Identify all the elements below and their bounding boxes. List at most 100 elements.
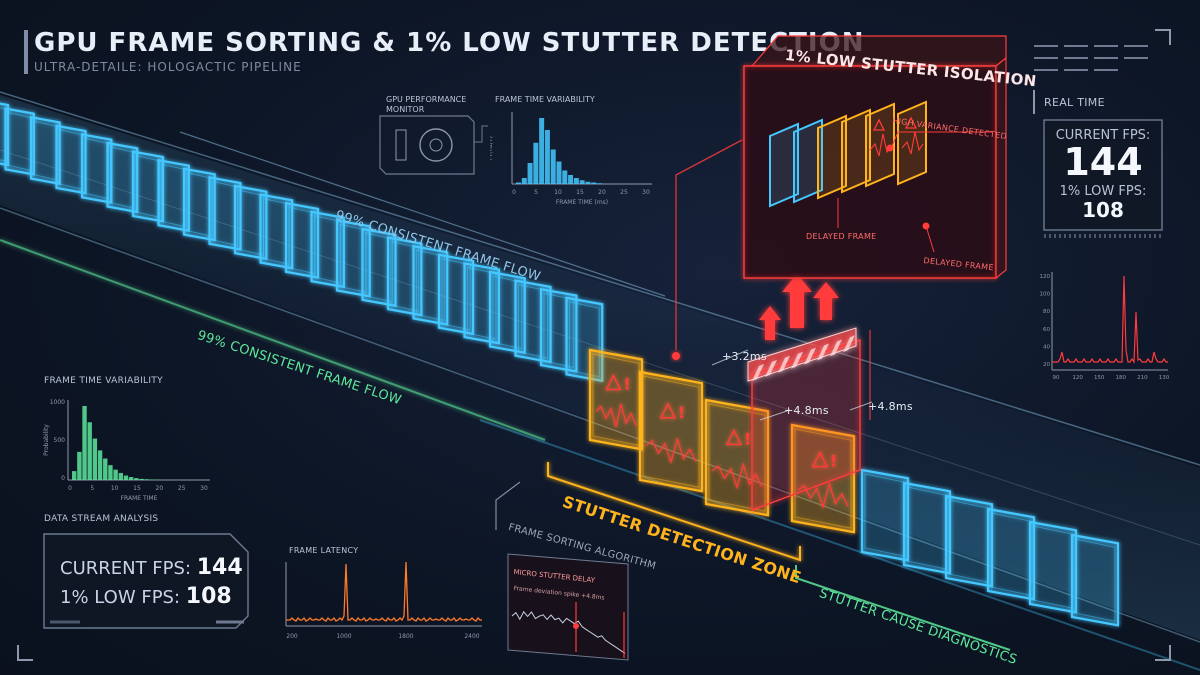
- gpu-fins: [395, 129, 407, 161]
- y-tick-label: 40: [1043, 344, 1050, 350]
- up-arrow-3: [813, 282, 839, 320]
- sorting-bracket: [495, 481, 521, 530]
- barrier-gate: [747, 327, 861, 512]
- latency-title: FRAME LATENCY: [289, 546, 359, 555]
- hist-bar: [527, 163, 533, 184]
- page-title: GPU FRAME SORTING & 1% LOW STUTTER DETEC…: [34, 28, 865, 58]
- spike-trace: [869, 133, 892, 157]
- latency-chart: 200 1000 1800 2400: [285, 561, 482, 640]
- monitor-frame: [379, 115, 475, 175]
- hist-bar: [103, 458, 108, 480]
- gpu-fan-hub: [429, 138, 443, 152]
- x-tick-label: 1800: [398, 633, 413, 640]
- hist-bar: [97, 450, 103, 480]
- title-accent-bar: [24, 30, 28, 74]
- hist-bar: [521, 178, 527, 184]
- micro-stutter-chart: [507, 553, 629, 661]
- x-tick-label: 15: [133, 485, 141, 492]
- realtime-low-value: 108: [1044, 198, 1162, 222]
- alert-mark: !: [678, 403, 685, 422]
- hist-bar: [123, 475, 129, 480]
- x-tick-label: 30: [200, 485, 208, 492]
- x-tick-label: 0: [68, 485, 72, 492]
- micro-frame: [507, 553, 629, 661]
- x-tick-label: 90: [1053, 375, 1060, 381]
- x-tick-label: 2400: [464, 633, 479, 640]
- hist-bar: [82, 406, 87, 480]
- isolation-box: [743, 35, 1007, 280]
- blue-frame: [986, 507, 1036, 601]
- y-axis-label: Probability: [43, 424, 50, 456]
- hist-bar: [113, 469, 118, 480]
- x-tick-label: 120: [1072, 375, 1083, 381]
- realtime-title: REAL TIME: [1044, 96, 1105, 109]
- hist-bar: [585, 181, 591, 184]
- hist-bar: [591, 182, 597, 184]
- tube-edge-top: [0, 91, 1200, 466]
- spike-trace: [595, 403, 637, 428]
- isolated-frame: [793, 118, 823, 204]
- delay-line-2: [759, 409, 791, 421]
- corner-tr: [1155, 29, 1171, 45]
- hist-bar: [533, 142, 539, 184]
- up-arrow-2: [782, 274, 812, 328]
- hist-bar: [77, 451, 82, 480]
- y-tick-label: 100: [1040, 292, 1051, 298]
- connector-left-dot: [672, 352, 680, 360]
- realtime-current-caption-text: CURRENT FPS:: [1055, 128, 1151, 143]
- x-tick-label: 20: [598, 189, 606, 196]
- x-tick-label: 10: [111, 485, 119, 492]
- gpu-fan: [419, 128, 453, 162]
- realtime-panel: [1043, 119, 1163, 231]
- hist-bar: [72, 471, 77, 480]
- monitor-connector: [474, 125, 488, 143]
- delayed-dot-2: [922, 222, 930, 230]
- hist-bar: [568, 175, 574, 184]
- x-tick-label: 20: [156, 485, 164, 492]
- realtime-decor: [1033, 45, 1163, 238]
- delay-label-3: +4.8ms: [868, 400, 913, 413]
- x-tick-label: 1000: [336, 633, 351, 640]
- warning-icon: [659, 402, 677, 419]
- y-tick-label: 1000: [50, 399, 65, 406]
- y-axis-label: Pr(Hz/T): [490, 136, 494, 160]
- isolated-frame: [897, 100, 927, 186]
- data-stream-current: CURRENT FPS: 144: [60, 555, 243, 580]
- x-tick-label: 130: [1159, 375, 1170, 381]
- warning-icon: [872, 118, 886, 131]
- data-stream-low-value: 108: [185, 584, 232, 609]
- x-axis-label: FRAME TIME: [121, 495, 158, 500]
- hist-bar: [550, 149, 556, 184]
- gate-bar: [747, 327, 857, 382]
- hazard-stripe: [791, 351, 803, 369]
- warning-icon: [725, 428, 743, 446]
- y-tick-label: 60: [1043, 327, 1050, 333]
- realtime-low-value-text: 108: [1082, 198, 1124, 222]
- delay-label-1: +3.2ms: [722, 350, 767, 363]
- up-arrows: [759, 274, 839, 340]
- y-tick-label: 0: [61, 475, 65, 482]
- hist-bar: [597, 183, 602, 184]
- isolated-frame: [817, 114, 847, 200]
- stutter-zone-bracket: [547, 462, 801, 562]
- amber-stutter-frame: !: [588, 348, 644, 451]
- amber-stutter-frame: !: [638, 370, 704, 493]
- hist-bar: [128, 477, 134, 480]
- x-tick-label: 200: [286, 633, 298, 640]
- delay-label-2: +4.8ms: [784, 404, 829, 417]
- y-tick-label: 120: [1040, 274, 1051, 280]
- blue-frame-group-left: [0, 102, 604, 383]
- delayed-label-1: DELAYED FRAME: [806, 232, 877, 241]
- hist-bar: [144, 479, 149, 480]
- micro-line: [511, 610, 626, 654]
- hazard-stripe: [830, 339, 842, 357]
- blue-frame: [944, 494, 994, 588]
- data-stream-current-label: CURRENT FPS:: [60, 558, 197, 579]
- blue-frame: [860, 468, 910, 562]
- blue-frame: [29, 115, 61, 186]
- hazard-stripe: [804, 347, 816, 365]
- data-stream-border: [43, 533, 249, 629]
